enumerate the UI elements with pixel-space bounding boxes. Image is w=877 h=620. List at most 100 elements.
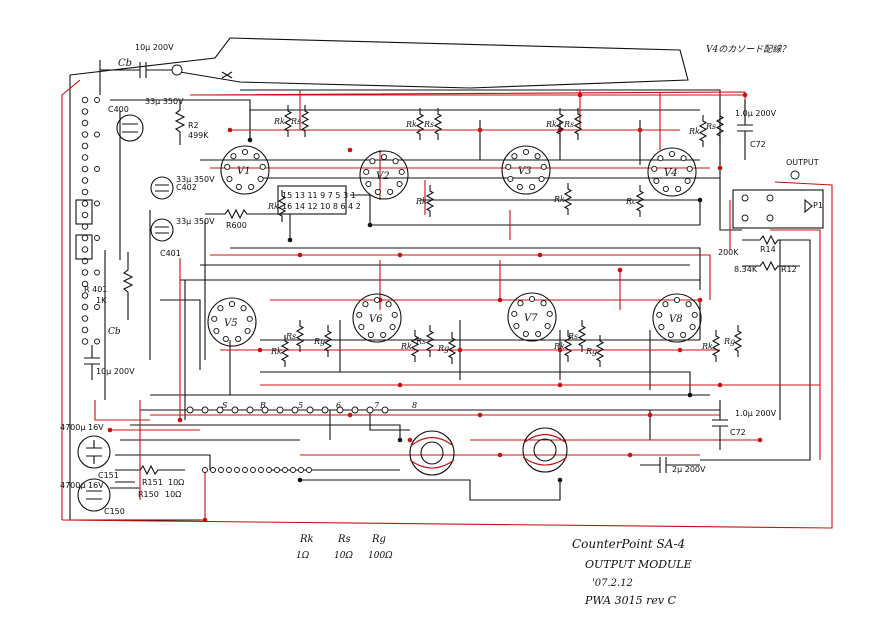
c401-value: 33μ 350V	[176, 217, 215, 226]
resistor-label: Rs	[415, 337, 426, 346]
c72-top-label: C72	[750, 140, 766, 149]
tube-pin	[211, 315, 218, 322]
tube-pin	[380, 331, 387, 338]
tube-pin	[680, 331, 687, 338]
bus-pin	[234, 467, 240, 473]
board-outline-red	[61, 79, 833, 529]
resistor: Rk	[273, 105, 293, 137]
resistor-label: Rs	[290, 117, 301, 126]
cap-cb-bottom: 2μ 200V	[640, 457, 706, 474]
connector-pin	[81, 292, 89, 299]
solder-joint	[202, 517, 208, 523]
tube-pin	[680, 155, 687, 162]
pin-row-label: 5	[298, 401, 303, 410]
legend: Rk 1Ω Rs 10Ω Rg 100Ω	[296, 534, 393, 561]
tube-pin	[513, 322, 520, 330]
cap-c72-top: C72 1.0μ 200V	[735, 100, 777, 160]
bus-pin	[250, 467, 256, 473]
tube-pin	[662, 301, 669, 308]
solder-joint	[537, 252, 543, 258]
bus-pin	[336, 406, 344, 414]
tube-pin	[540, 163, 547, 170]
solder-joint	[297, 477, 303, 483]
tube-pin	[507, 175, 514, 183]
resistor-label: Rs	[563, 120, 574, 129]
cap-c150: 4700μ 16V C150	[60, 478, 125, 516]
connector-pin	[81, 234, 89, 242]
tube-pin	[259, 163, 266, 170]
connector-pin	[81, 188, 89, 196]
connector-pin	[94, 97, 100, 103]
tube-pin	[391, 311, 398, 318]
resistor-label: Rs	[567, 332, 578, 341]
cap-c72-bottom: C72 1.0μ 200V	[712, 400, 777, 450]
tube-pin	[374, 188, 381, 195]
tube-socket-v2: V2	[359, 150, 409, 200]
connector-pin	[81, 303, 89, 311]
left-connector-strip	[75, 96, 100, 345]
resistor-label: Rk	[553, 195, 565, 204]
bus-pin	[321, 406, 329, 414]
c72-bottom-value: 1.0μ 200V	[735, 409, 777, 418]
bus-pin	[282, 467, 288, 473]
c150-label: C150	[104, 507, 125, 516]
tube-pin	[675, 185, 682, 192]
ic-pin-row-top: 15 13 11 9 7 5 3 1	[282, 191, 356, 200]
tube-pin	[226, 175, 233, 183]
connector-pin	[81, 154, 89, 161]
connector-pin	[94, 200, 100, 207]
wire	[160, 299, 201, 370]
solder-joint	[407, 437, 413, 443]
resistor: Rs	[415, 325, 435, 357]
bus-pin	[258, 467, 264, 473]
r600-label: R600	[226, 221, 247, 230]
solder-joint	[287, 237, 293, 243]
cb-bottom-value: 2μ 200V	[672, 465, 706, 474]
bus-pin	[381, 406, 389, 414]
resistor-label: Rg	[437, 344, 449, 353]
p1-label: P1	[813, 201, 823, 210]
cap-c400: C400 33μ 350V	[108, 97, 184, 142]
resistor-r12: 8.34K R12	[734, 260, 800, 274]
legend-rk-label: Rk	[299, 534, 314, 545]
tube-pin	[373, 296, 381, 304]
solder-joint	[617, 267, 623, 273]
tube-pin	[235, 183, 242, 190]
tube-pin	[511, 310, 518, 317]
connector-pin	[94, 131, 100, 138]
tube-pin	[686, 165, 693, 172]
pin-row-label: S	[222, 401, 228, 410]
ic-pin-row-bottom: 16 14 12 10 8 6 4 2	[282, 202, 361, 211]
resistor-label: Rc	[625, 197, 637, 206]
pin-row-label: B	[259, 401, 266, 410]
c402-label: C402	[176, 183, 197, 192]
connector-pin	[94, 235, 100, 241]
tube-pin	[544, 322, 551, 330]
connector-pin	[81, 96, 89, 104]
tube-label: V4	[664, 168, 678, 179]
solder-joint	[742, 92, 748, 98]
c150-value: 4700μ 16V	[60, 481, 104, 490]
cb-left-label: Cb	[108, 327, 121, 337]
cap-cb-left: Cb 10μ 200V	[84, 327, 135, 380]
solder-joint	[177, 417, 183, 423]
tube-pin	[529, 183, 536, 190]
tube-pin	[363, 168, 370, 175]
tube-pin	[241, 148, 249, 156]
legend-rs-label: Rs	[337, 534, 351, 545]
r14-value: 200K	[718, 248, 739, 257]
tube-pin	[228, 300, 236, 308]
cap-c401: C401 33μ 350V	[150, 217, 215, 258]
bus-pin	[298, 467, 304, 473]
c151-value: 4700μ 16V	[60, 423, 104, 432]
solder-joint	[627, 452, 633, 458]
connector-block	[75, 234, 93, 260]
bus-pin	[242, 467, 248, 473]
bus-pin	[291, 406, 299, 414]
tube-label: V5	[224, 318, 238, 329]
solder-joint	[677, 347, 683, 353]
resistor-r150: R150 10Ω	[110, 481, 181, 499]
tube-label: V1	[237, 166, 251, 177]
